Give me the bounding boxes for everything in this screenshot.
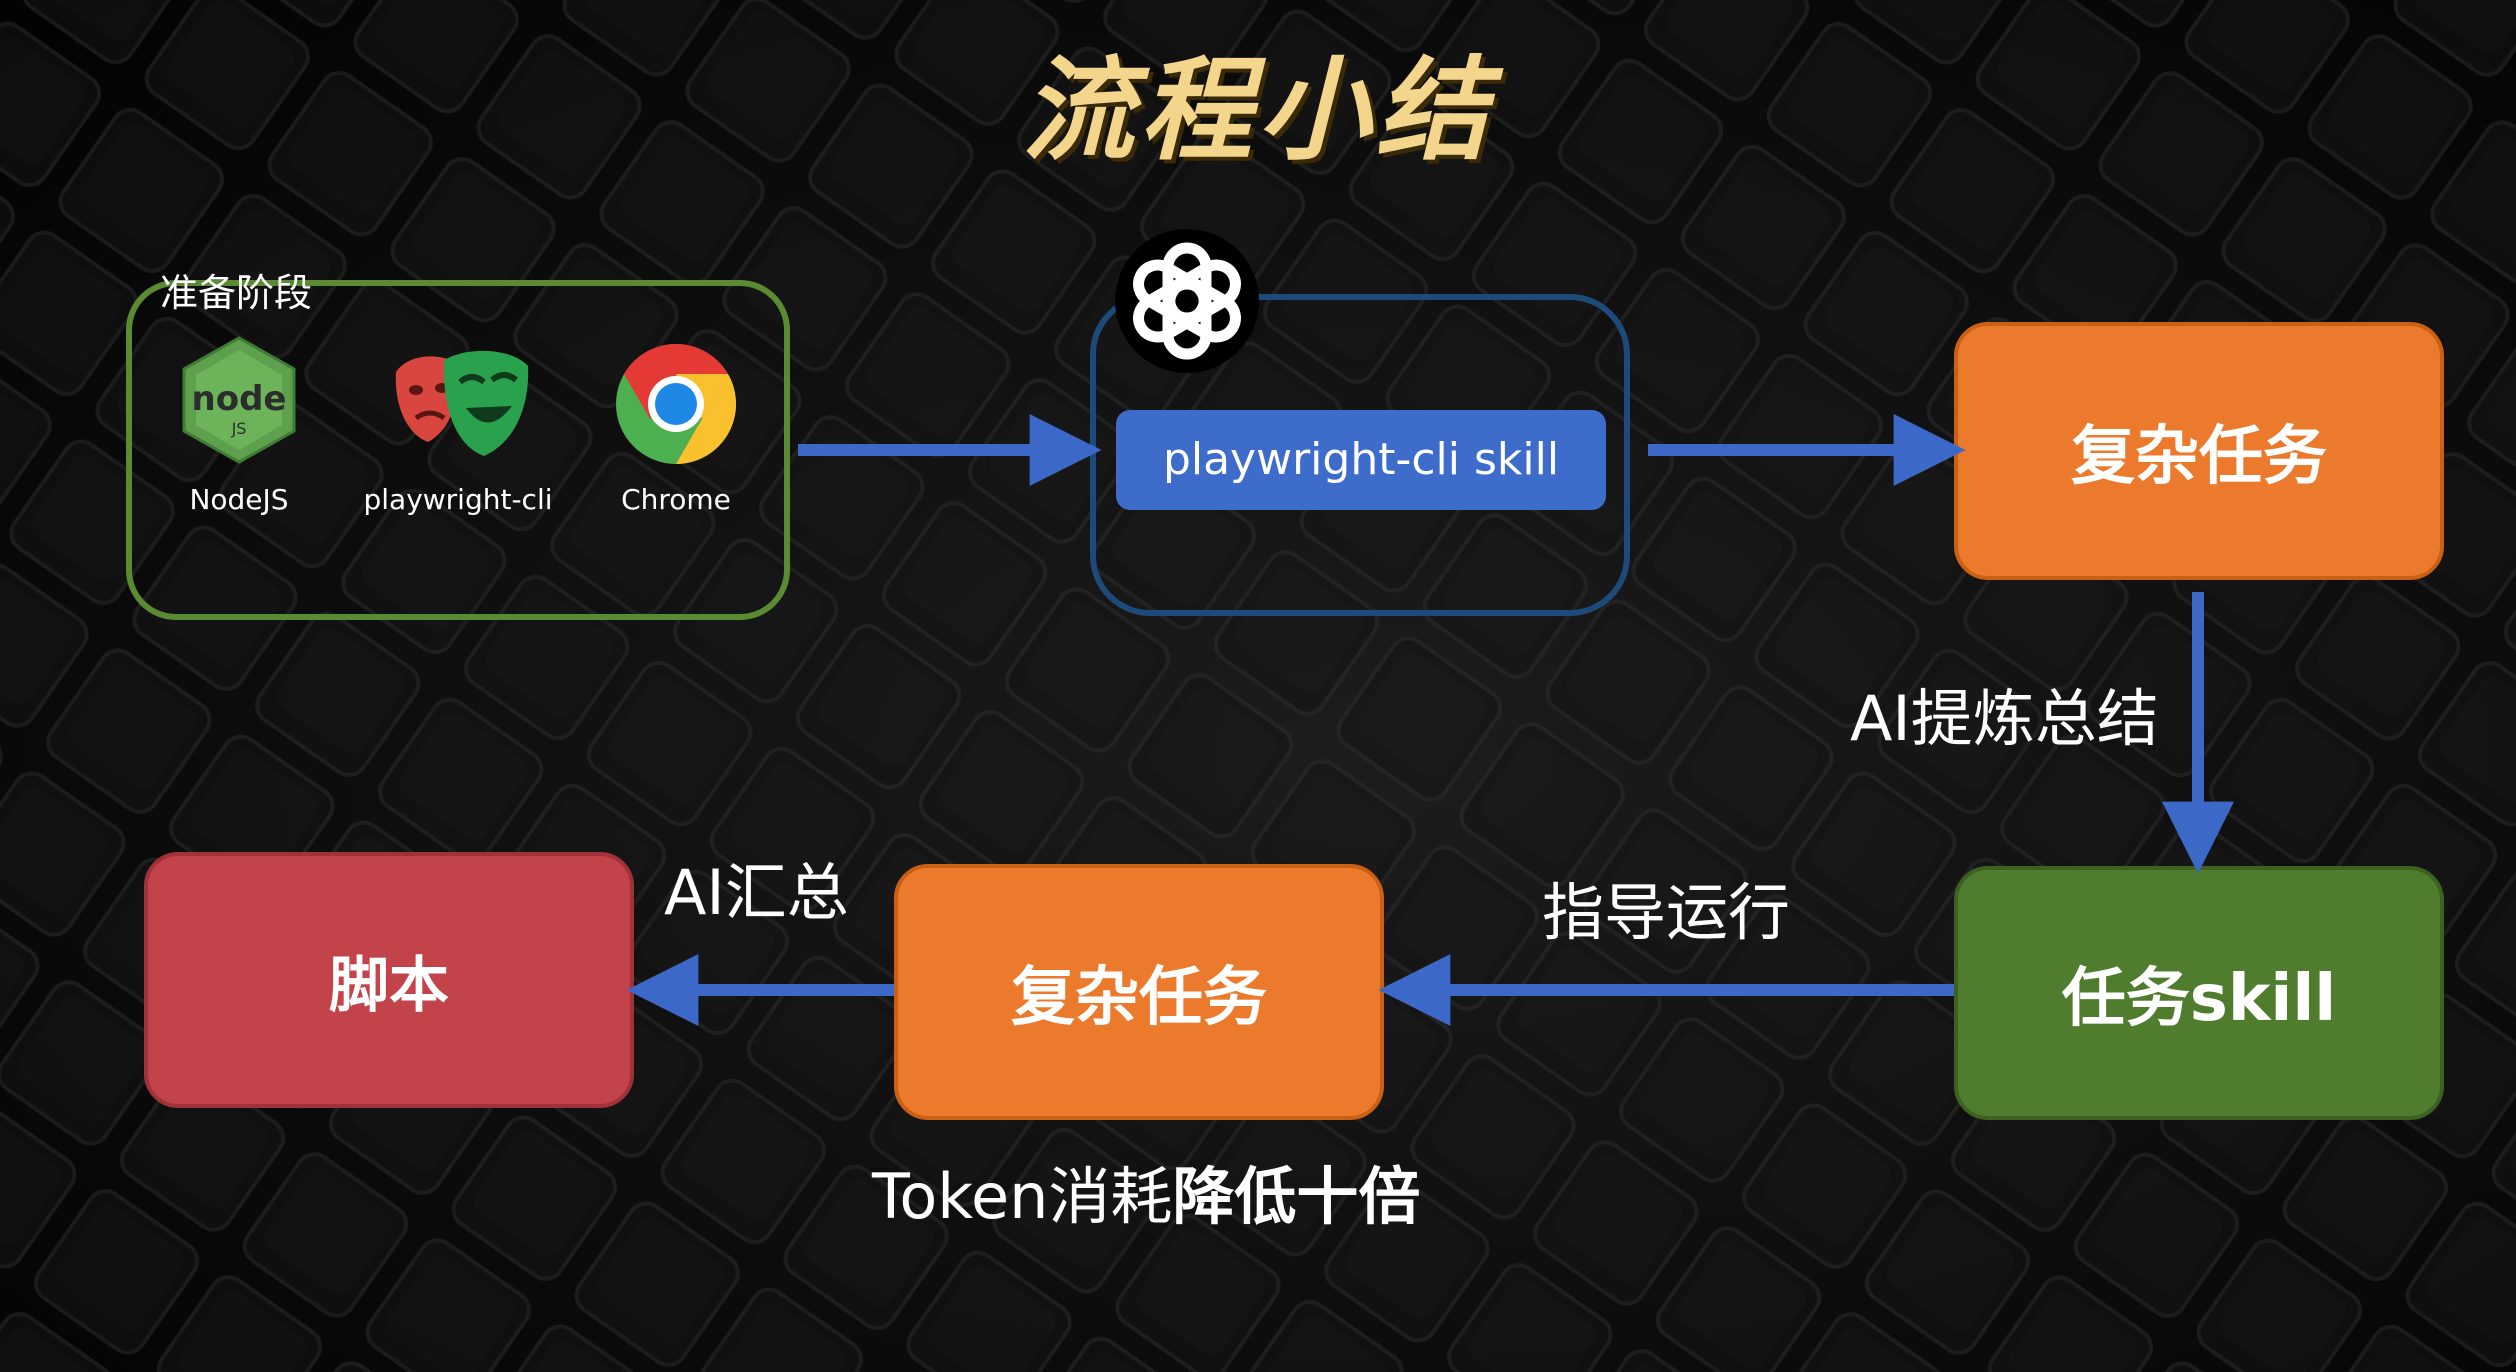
svg-text:JS: JS [231,419,247,438]
node-script: 脚本 [144,852,634,1108]
page-title: 流程小结 [1022,46,1494,176]
node-complex-task-bottom: 复杂任务 [894,864,1384,1120]
node-task-skill: 任务skill [1954,866,2444,1120]
prep-stage-label: 准备阶段 [160,271,313,315]
node-complex-task-bottom-label: 复杂任务 [1011,961,1267,1035]
prep-stage-group [126,280,790,620]
node-complex-task-top: 复杂任务 [1954,322,2444,580]
openai-logo-icon [1115,229,1259,373]
edge-label-ai-refine: AI提炼总结 [1850,682,2159,755]
skill-label: playwright-cli skill [1116,410,1606,510]
node-task-skill-label: 任务skill [2061,962,2337,1036]
node-script-label: 脚本 [329,950,449,1021]
tool-label-playwright-cli: playwright-cli [363,483,553,516]
playwright-masks-icon [395,350,529,456]
token-note-prefix: Token消耗 [872,1160,1173,1233]
chrome-logo-icon [616,344,737,464]
node-complex-task-top-label: 复杂任务 [2071,420,2327,494]
tool-label-nodejs: NodeJS [189,483,289,516]
token-note: Token消耗降低十倍 [872,1146,1420,1236]
edge-label-ai-summary: AI汇总 [664,856,849,929]
token-note-emphasis: 降低十倍 [1172,1160,1421,1233]
svg-text:node: node [192,379,287,419]
nodejs-logo-icon: node JS [182,336,296,464]
edge-label-guide-run: 指导运行 [1542,876,1791,949]
tool-label-chrome: Chrome [621,483,731,516]
